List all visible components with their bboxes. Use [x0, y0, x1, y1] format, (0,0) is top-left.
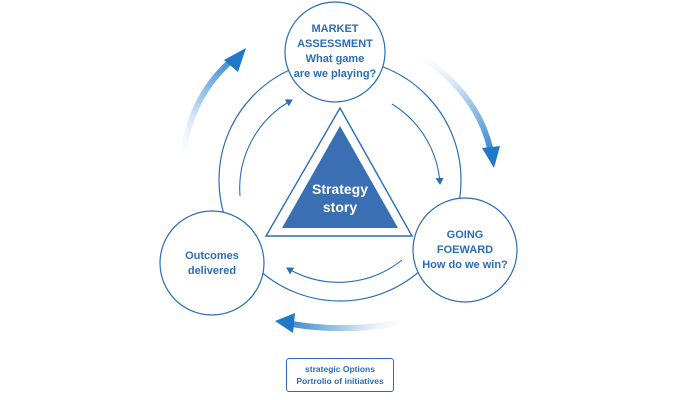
market-line1: MARKET [311, 23, 358, 35]
triangle-label-line1: Strategy [312, 181, 368, 197]
legend-line1: strategic Options [305, 364, 375, 374]
outcomes-line2: delivered [188, 265, 236, 277]
going-line2: FOEWARD [437, 244, 493, 256]
cycle-arrow-right [411, 49, 500, 168]
inner-arrow-top-left [239, 99, 293, 197]
strategy-triangle: Strategy story [264, 106, 414, 237]
legend-line2: Portrolio of initiatives [296, 376, 384, 386]
cycle-arrow-bottom [275, 313, 417, 333]
inner-arrow-right [391, 103, 444, 185]
market-line2: ASSESSMENT [297, 38, 373, 50]
node-going-forward: GOING FOEWARD How do we win? [412, 197, 518, 303]
legend-box: strategic Options Portrolio of initiativ… [286, 358, 394, 392]
cycle-arrow-top-left [179, 48, 246, 171]
market-line3: What game [306, 53, 365, 65]
outcomes-line1: Outcomes [185, 250, 239, 262]
going-line1: GOING [447, 229, 484, 241]
node-market-assessment: MARKET ASSESSMENT What game are we playi… [284, 1, 386, 103]
node-outcomes-delivered: Outcomes delivered [159, 210, 265, 316]
going-line3: How do we win? [422, 259, 508, 271]
market-line4: are we playing? [294, 68, 377, 80]
triangle-label-line2: story [323, 199, 357, 215]
inner-arrow-bottom [286, 259, 403, 283]
